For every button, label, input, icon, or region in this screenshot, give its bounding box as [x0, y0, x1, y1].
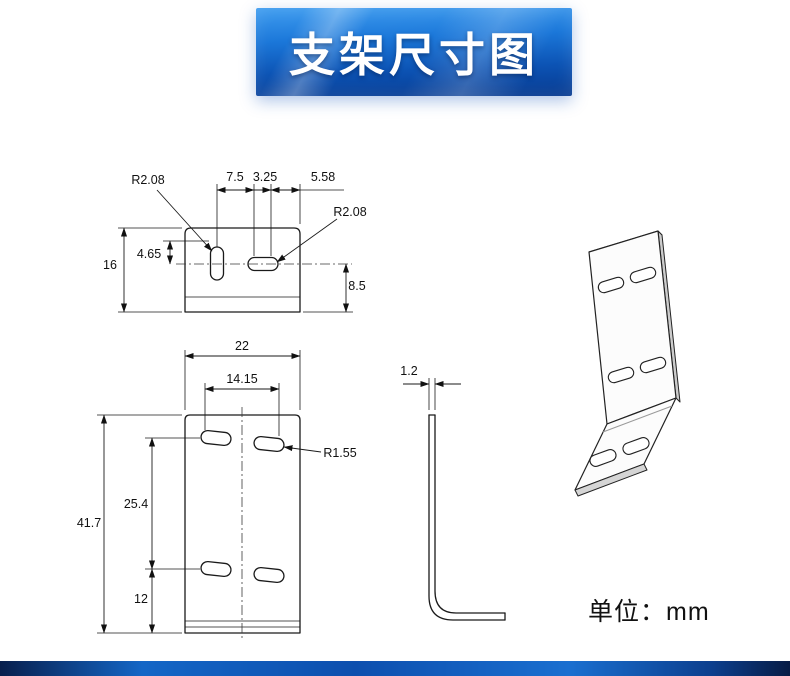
dim-plate-width: 22	[235, 339, 249, 353]
iso-slot	[589, 449, 617, 467]
page-title: 支架尺寸图	[289, 29, 539, 81]
top-view: R2.08 7.5 3.25 5.58 R2.08 16 4.65 8.5	[103, 170, 367, 313]
top-view-extension-lines	[118, 184, 353, 313]
dim-row-pitch: 25.4	[124, 497, 148, 511]
front-view-dimension-lines	[100, 352, 322, 634]
dim-bend-offset: 8.5	[348, 279, 365, 293]
front-view-slot-bottom-left	[200, 560, 232, 578]
iso-slot	[597, 276, 625, 294]
dim-radius-left: R2.08	[131, 173, 164, 187]
dim-radius-right: R2.08	[333, 205, 366, 219]
side-view: 1.2	[400, 364, 506, 621]
dim-slot-span: 14.15	[226, 372, 257, 386]
dim-edge-offset: 5.58	[311, 170, 335, 184]
side-view-outer-profile	[428, 414, 506, 621]
front-view-slot-bottom-right	[253, 566, 285, 584]
iso-bend-line	[602, 405, 673, 433]
iso-slot	[629, 266, 657, 284]
dim-slot-radius: R1.55	[323, 446, 356, 460]
iso-slot	[639, 356, 667, 374]
iso-slot	[607, 366, 635, 384]
unit-label: 单位：mm	[588, 598, 710, 626]
isometric-view	[574, 230, 681, 497]
front-view-slot-top-left	[200, 429, 232, 447]
dim-plate-depth: 16	[103, 258, 117, 272]
side-view-extension-lines	[428, 378, 436, 410]
iso-slot	[622, 437, 650, 455]
top-view-slot-left	[209, 246, 225, 281]
dim-bottom-offset: 12	[134, 592, 148, 606]
bottom-strip	[0, 661, 790, 676]
top-view-dimension-lines	[120, 186, 350, 313]
front-view-slot-top-right	[253, 435, 285, 453]
dim-plate-height: 41.7	[77, 516, 101, 530]
side-view-inner-profile	[434, 414, 506, 614]
front-view: 22 14.15 R1.55 25.4 41.7 12	[77, 339, 357, 641]
dim-slot-arc-span: 3.25	[253, 170, 277, 184]
dim-slot-offset: 4.65	[137, 247, 161, 261]
dim-hole-pitch: 7.5	[226, 170, 243, 184]
title-banner: 支架尺寸图	[256, 8, 572, 96]
dim-thickness: 1.2	[400, 364, 417, 378]
iso-flange-front-edge	[574, 463, 648, 497]
